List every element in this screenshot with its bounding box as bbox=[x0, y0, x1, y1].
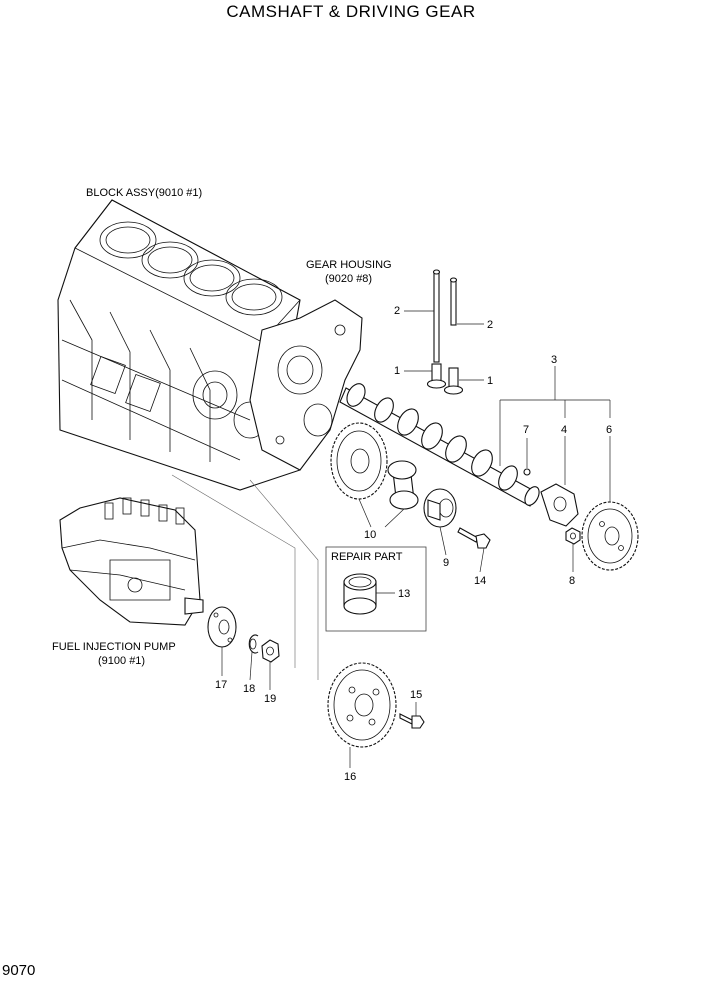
callout-16: 16 bbox=[344, 771, 356, 783]
part-1-tappet bbox=[443, 367, 464, 395]
callout-10: 10 bbox=[364, 529, 376, 541]
callout-9: 9 bbox=[443, 557, 449, 569]
guide-line bbox=[171, 474, 296, 668]
repair-part-label: REPAIR PART bbox=[331, 551, 403, 563]
part-4-thrust-plate bbox=[540, 483, 579, 527]
part-15-bolt bbox=[399, 713, 425, 729]
callout-19: 19 bbox=[264, 693, 276, 705]
callout-1-left: 1 bbox=[394, 365, 400, 377]
callout-2-upper: 2 bbox=[394, 305, 400, 317]
block-assy-ref-label: BLOCK ASSY(9010 #1) bbox=[86, 187, 202, 199]
callout-1-right: 1 bbox=[487, 375, 493, 387]
leader-lines bbox=[221, 310, 611, 768]
gear-housing-ref-label: GEAR HOUSING bbox=[306, 259, 392, 271]
callout-3: 3 bbox=[551, 354, 557, 366]
callout-6: 6 bbox=[606, 424, 612, 436]
callout-13: 13 bbox=[398, 588, 410, 600]
repair-part-box bbox=[325, 546, 427, 632]
fuel-injection-pump-illustration bbox=[59, 497, 204, 626]
fuel-pump-ref-number: (9100 #1) bbox=[98, 655, 145, 667]
guide-line bbox=[249, 479, 319, 680]
callout-4: 4 bbox=[561, 424, 567, 436]
part-16-driving-gear bbox=[327, 662, 397, 748]
part-10-bushing bbox=[387, 460, 419, 510]
part-8-bolt bbox=[565, 527, 581, 545]
part-1-tappet bbox=[426, 363, 447, 389]
part-14-bolt bbox=[457, 527, 491, 549]
part-10-idle-gear bbox=[330, 422, 388, 500]
callout-15: 15 bbox=[410, 689, 422, 701]
part-17-flange bbox=[207, 606, 237, 648]
part-19-nut bbox=[261, 639, 280, 663]
page-title: CAMSHAFT & DRIVING GEAR bbox=[226, 2, 476, 21]
page-number: 9070 bbox=[2, 962, 36, 979]
part-9-idle-shaft bbox=[423, 488, 457, 528]
part-13-bushing bbox=[343, 573, 377, 615]
gear-housing-ref-number: (9020 #8) bbox=[325, 273, 372, 285]
part-6-cam-gear bbox=[581, 501, 639, 571]
callout-7: 7 bbox=[523, 424, 529, 436]
callout-14: 14 bbox=[474, 575, 486, 587]
callout-17: 17 bbox=[215, 679, 227, 691]
callout-18: 18 bbox=[243, 683, 255, 695]
callout-2-lower: 2 bbox=[487, 319, 493, 331]
part-2-push-rod bbox=[432, 269, 441, 363]
part-18-washer bbox=[248, 634, 259, 654]
part-2-push-rod bbox=[449, 277, 458, 326]
camshaft-illustration bbox=[339, 383, 540, 507]
engine-block-illustration bbox=[57, 199, 363, 491]
part-7-key bbox=[523, 468, 531, 476]
callout-8: 8 bbox=[569, 575, 575, 587]
fuel-pump-ref-label: FUEL INJECTION PUMP bbox=[52, 641, 176, 653]
